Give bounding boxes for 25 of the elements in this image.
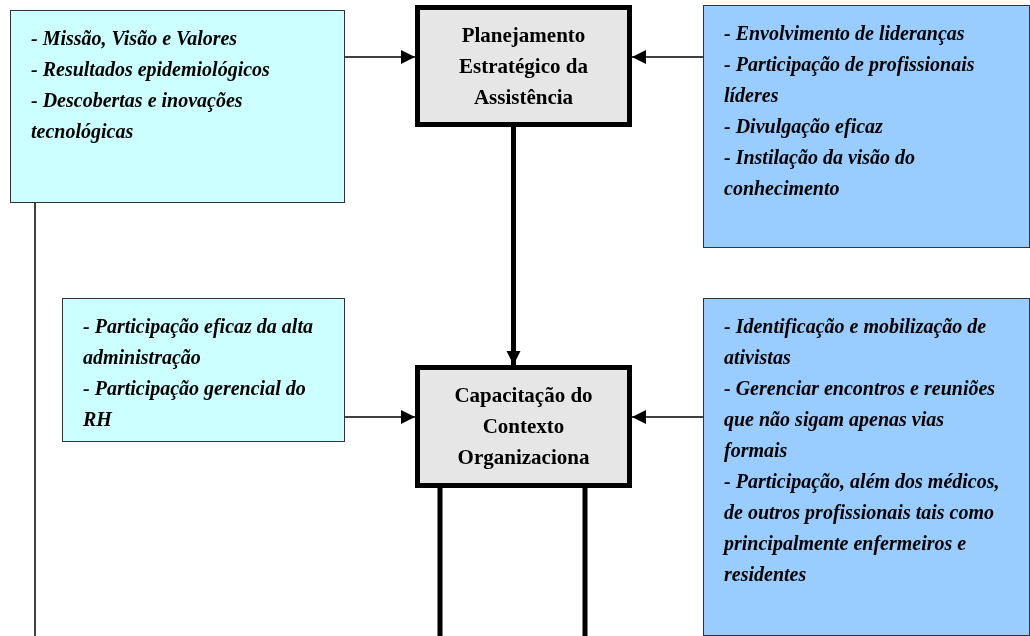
bullet-text: - Missão, Visão e Valores	[31, 26, 239, 51]
arrow	[631, 50, 704, 64]
bullet-text: - Gerenciar encontros e reuniões que não sigam apenas vias formais	[724, 376, 997, 464]
bullet-text: - Resultados epidemiológicos	[31, 57, 271, 83]
bullet-text: - Participação, além dos médicos, de outros profissionais tais como principalmente enfermeiros e residentes	[724, 469, 1001, 587]
arrow	[344, 50, 416, 64]
note-box	[62, 298, 345, 442]
note-box	[703, 298, 1030, 636]
process-box	[415, 5, 632, 127]
arrow	[344, 410, 416, 424]
box-title: Planejamento Estratégico da Assistência	[459, 22, 588, 109]
process-box	[415, 365, 632, 488]
bullet-text: - Descobertas e inovações tecnológicas	[31, 88, 244, 145]
bullet-text: - Participação eficaz da alta administração	[83, 314, 314, 371]
note-box	[703, 5, 1030, 248]
bullet-text: - Instilação da visão do conhecimento	[724, 145, 917, 201]
bullet-text: - Divulgação eficaz	[724, 114, 884, 140]
note-box	[10, 10, 345, 203]
bullet-text: - Participação gerencial do RH	[83, 376, 307, 432]
arrow	[506, 127, 521, 365]
arrow	[631, 410, 704, 424]
bullet-text: - Envolvimento de lideranças	[724, 21, 966, 47]
bullet-text: - Identificação e mobilização de ativistas	[724, 314, 988, 370]
bullet-text: - Participação de profissionais líderes	[724, 52, 976, 108]
box-title: Capacitação do Contexto Organizaciona	[454, 383, 593, 469]
